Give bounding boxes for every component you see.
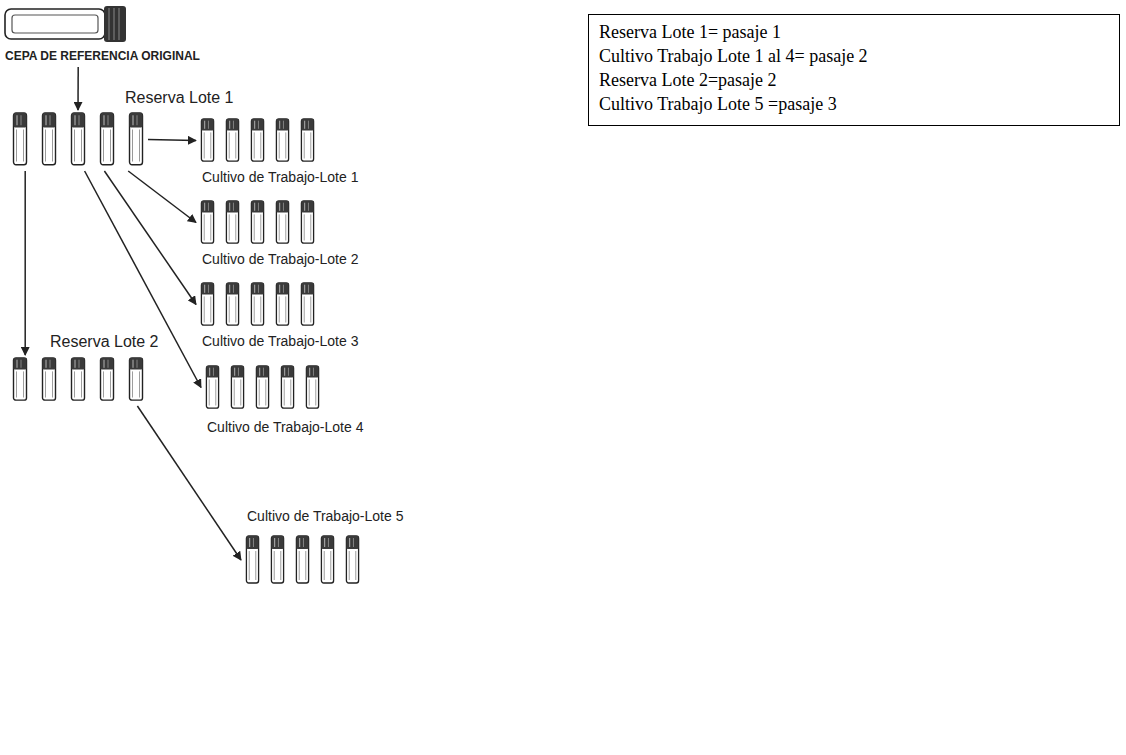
tube-group [201,201,313,243]
tube-group-node: Cultivo de Trabajo-Lote 1 [200,118,315,163]
tube-group-node: Cultivo de Trabajo-Lote 2 [200,200,315,245]
tube-group [14,113,143,165]
group-caption: Cultivo de Trabajo-Lote 2 [202,251,358,268]
group-caption: Cultivo de Trabajo-Lote 1 [202,169,358,186]
tube-group-node: Reserva Lote 2 [12,357,144,402]
arrow-connector [77,67,79,110]
note-box: Reserva Lote 1= pasaje 1Cultivo Trabajo … [588,14,1120,126]
group-caption: Reserva Lote 2 [50,332,159,351]
group-caption: Cultivo de Trabajo-Lote 3 [202,333,358,350]
tube-group [14,358,143,400]
arrow-connector [85,171,201,388]
tube-group-node: Cultivo de Trabajo-Lote 4 [205,365,320,410]
tube-group-node: CEPA DE REFERENCIA ORIGINAL [5,5,127,43]
group-caption: CEPA DE REFERENCIA ORIGINAL [5,49,200,63]
reference-tube [5,6,126,42]
group-caption: Cultivo de Trabajo-Lote 4 [207,419,363,436]
tube-group-node: Cultivo de Trabajo-Lote 3 [200,282,315,327]
group-caption: Cultivo de Trabajo-Lote 5 [247,508,403,525]
note-line: Cultivo Trabajo Lote 1 al 4= pasaje 2 [599,45,1109,69]
tube-group [206,366,318,408]
arrow-connector [148,140,196,141]
tube-group [201,119,313,161]
note-line: Cultivo Trabajo Lote 5 =pasaje 3 [599,93,1109,117]
arrow-connector [104,171,196,305]
tube-group [246,536,358,583]
arrow-connector [128,171,196,223]
group-caption: Reserva Lote 1 [125,88,234,107]
tube-group-node: Cultivo de Trabajo-Lote 5 [245,535,360,585]
note-line: Reserva Lote 1= pasaje 1 [599,21,1109,45]
tube-group [201,283,313,325]
tube-group-node: Reserva Lote 1 [12,112,144,167]
note-line: Reserva Lote 2=pasaje 2 [599,69,1109,93]
arrow-connector [24,171,26,355]
